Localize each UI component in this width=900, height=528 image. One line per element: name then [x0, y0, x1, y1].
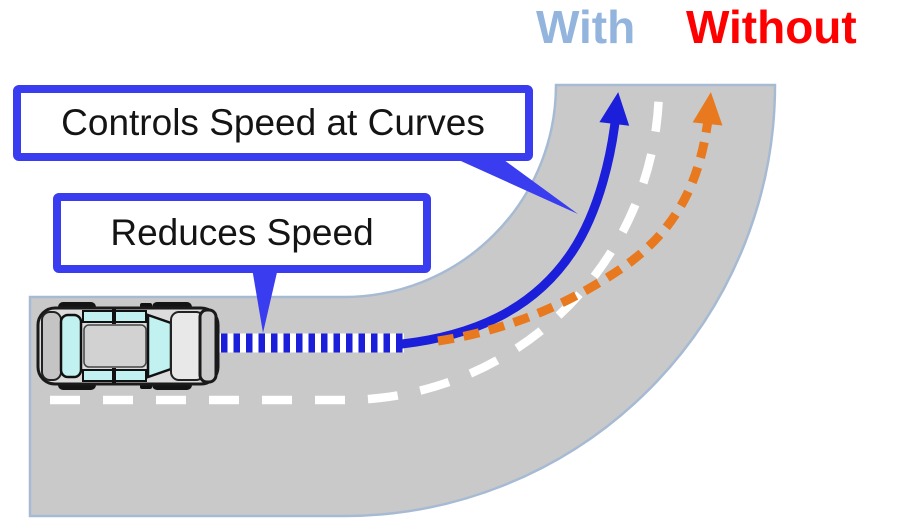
label-without: Without [686, 1, 857, 53]
callout-leader-reduces [252, 268, 278, 333]
callout-controls-speed-text: Controls Speed at Curves [61, 102, 485, 143]
callout-reduces-speed: Reduces Speed [53, 193, 431, 273]
with-path-arrow [397, 92, 630, 349]
road [28, 83, 777, 518]
without-path-arrow [437, 92, 723, 346]
label-with: With [536, 1, 636, 53]
callout-reduces-speed-text: Reduces Speed [110, 212, 374, 253]
callout-leader-controls [452, 157, 578, 214]
lane-divider-line [50, 84, 664, 405]
callout-controls-speed: Controls Speed at Curves [13, 85, 533, 161]
car-icon [36, 302, 220, 390]
